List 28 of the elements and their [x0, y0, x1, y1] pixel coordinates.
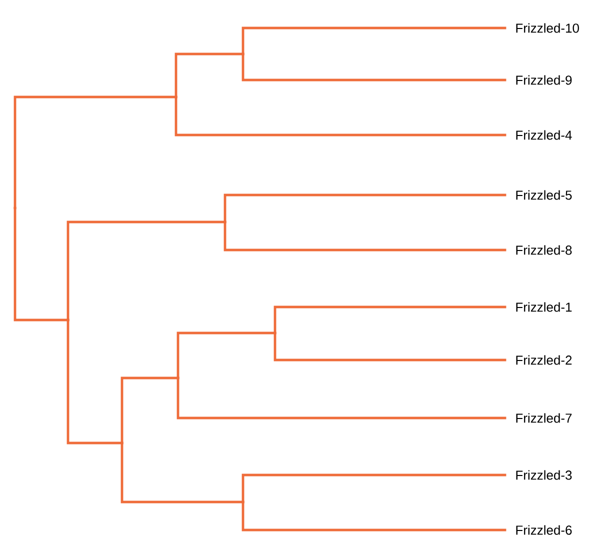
tree-branch — [174, 96, 506, 136]
tree-branch — [242, 26, 506, 56]
leaf-label: Frizzled-2 — [516, 355, 572, 365]
tree-branch — [242, 52, 506, 82]
leaf-label: Frizzled-9 — [516, 75, 572, 85]
leaf-label: Frizzled-4 — [516, 130, 572, 140]
tree-branch — [176, 332, 276, 380]
leaf-label: Frizzled-3 — [516, 470, 572, 480]
tree-branch — [224, 220, 506, 252]
leaf-label: Frizzled-5 — [516, 190, 572, 200]
tree-branch — [274, 306, 506, 334]
tree-branch — [242, 474, 506, 504]
tree-branch — [14, 96, 178, 210]
tree-branch — [224, 194, 506, 224]
tree-branch — [120, 376, 180, 444]
tree-branch — [174, 52, 244, 98]
leaf-label: Frizzled-10 — [516, 23, 579, 33]
tree-branch — [66, 220, 226, 322]
tree-branch — [242, 500, 506, 532]
leaf-label: Frizzled-1 — [516, 302, 572, 312]
leaf-label: Frizzled-8 — [516, 245, 572, 255]
tree-branch — [120, 442, 244, 504]
tree-branch — [274, 332, 506, 362]
tree-branch — [176, 376, 506, 420]
tree-branch — [66, 318, 124, 444]
leaf-label: Frizzled-6 — [516, 525, 572, 535]
tree-branch — [14, 206, 70, 322]
leaf-label: Frizzled-7 — [516, 413, 572, 423]
